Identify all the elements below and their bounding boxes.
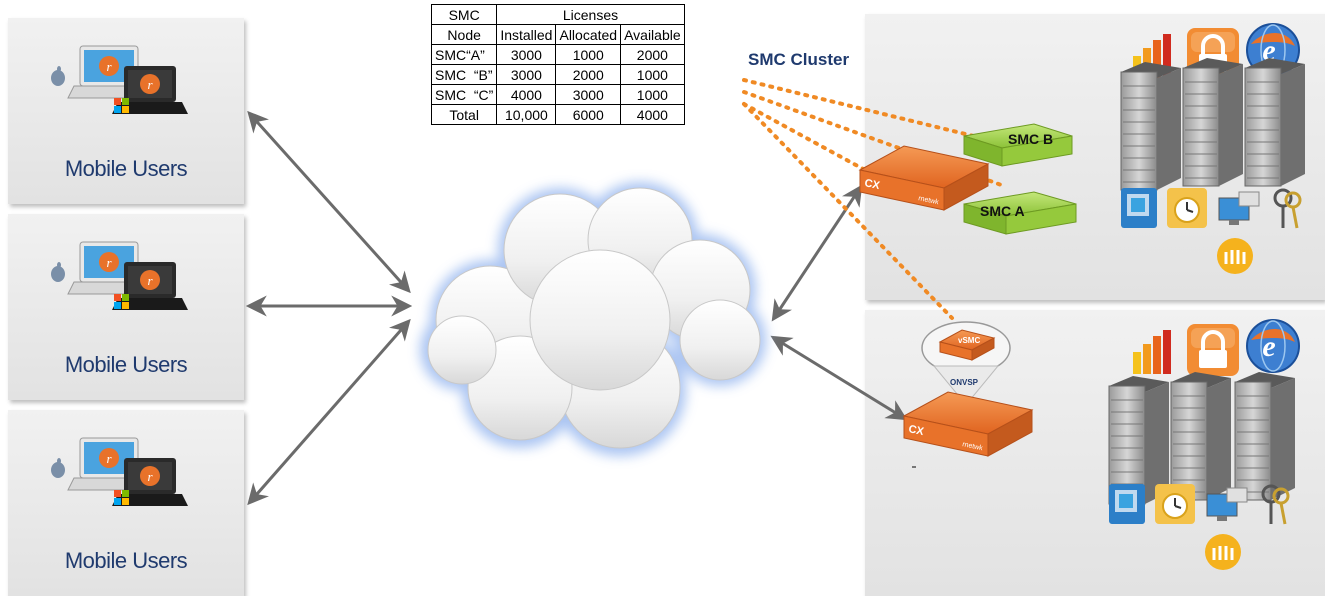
- dotted-link-onvsp: [742, 102, 922, 202]
- onvsp-label: ONVSP: [950, 378, 979, 387]
- mobile-users-panel: Mobile Users: [8, 18, 244, 204]
- mobile-users-panel: Mobile Users: [8, 410, 244, 596]
- onvsp-bubble: vSMC ONVSP: [921, 321, 1011, 401]
- installed-cell: 10,000: [496, 104, 557, 125]
- available-cell: 1000: [620, 64, 685, 85]
- table-row: SMC“A” 3000 1000 2000: [430, 44, 685, 65]
- dotted-link-smc-a: [742, 90, 1006, 188]
- column-header-installed: Installed: [496, 24, 557, 45]
- available-cell: 2000: [620, 44, 685, 65]
- column-header-available: Available: [620, 24, 685, 45]
- dotted-link-onvsp: [742, 102, 954, 320]
- cx-appliance-bottom: CX rnetwk: [902, 391, 1034, 457]
- allocated-cell: 1000: [555, 44, 622, 65]
- node-header-line1: SMC: [448, 6, 480, 23]
- table-row: Total 10,000 6000 4000: [430, 104, 685, 125]
- node-cell: SMC “B”: [430, 64, 498, 85]
- mobile-users-label: Mobile Users: [64, 156, 188, 181]
- mobile-users-panel: Mobile Users: [8, 214, 244, 400]
- appliance-brand-label: CX: [863, 177, 881, 192]
- node-cell: Total: [430, 104, 498, 125]
- available-cell: 4000: [620, 104, 685, 125]
- available-cell: 1000: [620, 84, 685, 105]
- link-arrow-users-3: [247, 318, 411, 506]
- mobile-users-label: Mobile Users: [64, 352, 188, 377]
- table-row: SMC “B” 3000 2000 1000: [430, 64, 685, 85]
- table-row: SMC “C” 4000 3000 1000: [430, 84, 685, 105]
- smc-cluster-title: SMC Cluster: [748, 50, 850, 69]
- appliance-vendor-label: rnetwk: [918, 195, 940, 206]
- smc-b-label: SMC B: [1008, 131, 1053, 147]
- cx-appliance-top: CX rnetwk: [858, 145, 990, 211]
- smc-a-label: SMC A: [980, 203, 1025, 219]
- installed-cell: 4000: [496, 84, 557, 105]
- allocated-cell: 3000: [555, 84, 622, 105]
- node-header-line2: Node: [430, 24, 498, 45]
- smc-b-appliance: SMC B: [963, 123, 1073, 167]
- licenses-group-header: Licenses: [496, 4, 685, 25]
- allocated-cell: 2000: [555, 64, 622, 85]
- smc-a-appliance: SMC A: [963, 191, 1077, 235]
- node-cell: SMC “C”: [430, 84, 498, 105]
- appliance-vendor-label: rnetwk: [962, 441, 984, 452]
- allocated-cell: 6000: [555, 104, 622, 125]
- installed-cell: 3000: [496, 64, 557, 85]
- license-table: SMC Licenses Node Installed Allocated Av…: [430, 4, 685, 125]
- node-cell: SMC“A”: [430, 44, 498, 65]
- column-header-allocated: Allocated: [555, 24, 622, 45]
- internet-cloud: [420, 182, 766, 456]
- installed-cell: 3000: [496, 44, 557, 65]
- vsmc-appliance: vSMC: [938, 329, 996, 361]
- link-arrow-users-1: [247, 110, 411, 294]
- mobile-users-label: Mobile Users: [64, 548, 188, 573]
- vsmc-label: vSMC: [958, 336, 980, 345]
- link-arrow-site-2: [770, 335, 908, 421]
- node-column-header: SMC: [430, 4, 498, 25]
- dotted-link-smc-b: [742, 78, 992, 142]
- appliance-brand-label: CX: [907, 423, 925, 438]
